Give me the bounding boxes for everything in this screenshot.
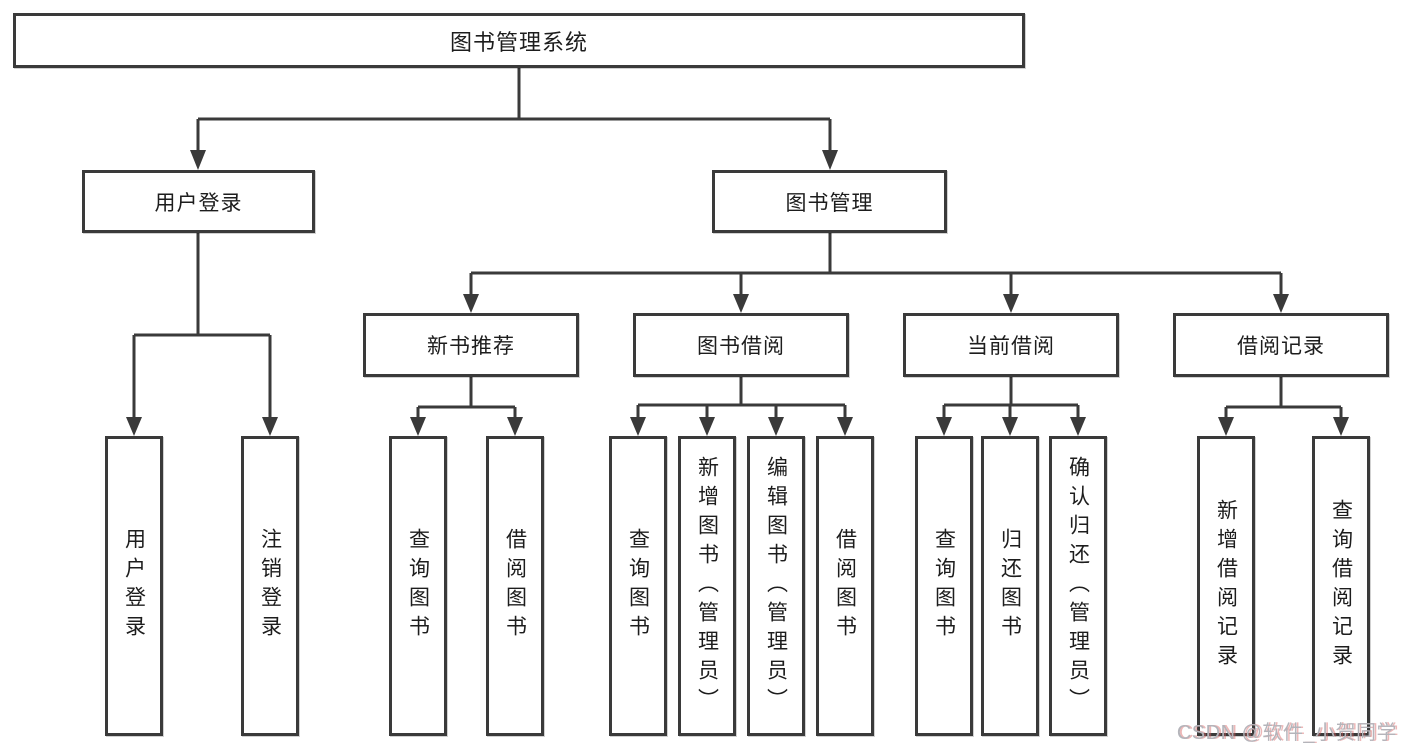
leaf-user-login: 用户登录 [105,436,163,736]
leaf-return-book: 归还图书 [981,436,1039,736]
node-borrowing-records: 借阅记录 [1173,313,1389,377]
leaf-borrow-books: 借阅图书 [816,436,874,736]
leaf-query-books-borrow: 查询图书 [609,436,667,736]
node-book-management: 图书管理 [712,170,947,233]
leaf-query-borrow-record: 查询借阅记录 [1312,436,1370,736]
leaf-query-books-recommend: 查询图书 [389,436,447,736]
leaf-add-borrow-record: 新增借阅记录 [1197,436,1255,736]
node-library-management-system: 图书管理系统 [13,13,1025,68]
node-book-borrowing: 图书借阅 [633,313,849,377]
node-user-login: 用户登录 [82,170,315,233]
leaf-query-books-current: 查询图书 [915,436,973,736]
node-current-borrowing: 当前借阅 [903,313,1119,377]
leaf-add-book-admin: 新增图书（管理员） [678,436,736,736]
csdn-watermark: CSDN @软件_小贺同学 [1176,722,1397,744]
leaf-confirm-return-admin: 确认归还（管理员） [1049,436,1107,736]
leaf-edit-book-admin: 编辑图书（管理员） [747,436,805,736]
node-new-book-recommendation: 新书推荐 [363,313,579,377]
leaf-borrow-books-recommend: 借阅图书 [486,436,544,736]
leaf-logout: 注销登录 [241,436,299,736]
